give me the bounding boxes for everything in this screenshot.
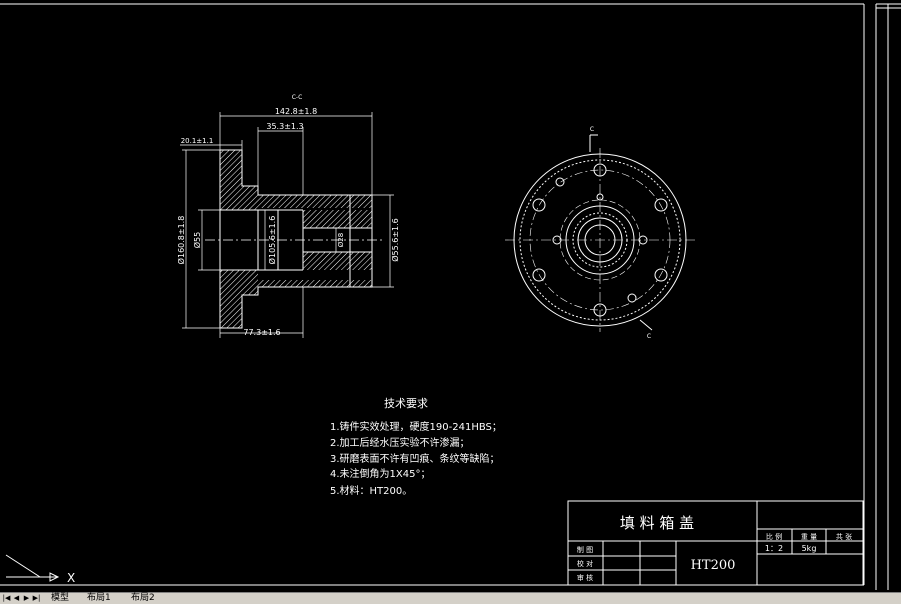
header-sheets: 共 张 bbox=[836, 532, 852, 541]
dim-outer-diameter: Ø55.6±1.6 bbox=[390, 218, 400, 262]
last-tab-icon[interactable]: ▶| bbox=[32, 594, 41, 602]
front-view[interactable]: C C bbox=[505, 126, 695, 340]
title-block[interactable]: 填 料 箱 盖 HT200 比 例 重 量 共 张 1：2 5kg 制 图 校 … bbox=[567, 500, 864, 586]
section-hatch-upper bbox=[220, 150, 372, 228]
weight-value: 5kg bbox=[802, 544, 817, 553]
section-cut-marker bbox=[589, 134, 653, 331]
title-block-grid bbox=[567, 500, 864, 586]
dim-step-length: 35.3±1.3 bbox=[266, 122, 303, 131]
tab-model[interactable]: 模型 bbox=[51, 593, 70, 603]
section-dimension-lines bbox=[180, 112, 394, 338]
tech-req-item: 1.铸件实效处理，硬度190-241HBS； bbox=[330, 420, 502, 433]
row-reviewed: 审 核 bbox=[577, 573, 593, 582]
dim-inner-diameter: Ø105.6±1.6 bbox=[267, 216, 277, 265]
tab-layout2[interactable]: 布局2 bbox=[131, 593, 155, 603]
part-name: 填 料 箱 盖 bbox=[620, 514, 694, 532]
section-view[interactable]: C-C bbox=[176, 94, 400, 338]
section-outline bbox=[219, 149, 373, 329]
ucs-x-label: X bbox=[67, 571, 75, 585]
dim-overall-length: 142.8±1.8 bbox=[275, 107, 317, 116]
section-cut-label-bottom: C bbox=[647, 333, 651, 340]
tech-req-item: 3.研磨表面不许有凹痕、条纹等缺陷； bbox=[330, 452, 500, 465]
drawing-frame bbox=[0, 3, 901, 590]
dim-flange-thickness: 20.1±1.1 bbox=[181, 137, 214, 145]
section-label: C-C bbox=[292, 94, 303, 101]
section-hatch-lower bbox=[220, 252, 372, 328]
tech-req-item: 2.加工后经水压实验不许渗漏； bbox=[330, 436, 470, 449]
tech-req-item: 5.材料：HT200。 bbox=[330, 484, 412, 497]
tab-layout1[interactable]: 布局1 bbox=[87, 593, 111, 603]
front-view-centerlines bbox=[505, 148, 695, 332]
header-scale: 比 例 bbox=[766, 532, 782, 541]
next-tab-icon[interactable]: ▶ bbox=[23, 594, 30, 602]
header-weight: 重 量 bbox=[801, 533, 817, 541]
tech-req-item: 4.未注倒角为1X45°； bbox=[330, 467, 430, 480]
technical-requirements: 技术要求 1.铸件实效处理，硬度190-241HBS； 2.加工后经水压实验不许… bbox=[330, 397, 502, 497]
prev-tab-icon[interactable]: ◀ bbox=[13, 594, 20, 602]
dim-body-length: 77.3±1.6 bbox=[243, 328, 280, 337]
scale-value: 1：2 bbox=[765, 544, 783, 553]
ucs-icon: X bbox=[5, 554, 75, 585]
dim-small-bore: Ø28 bbox=[337, 233, 345, 247]
tech-req-title: 技术要求 bbox=[384, 397, 428, 410]
row-drawn: 制 图 bbox=[577, 545, 593, 554]
dim-bore-diameter: Ø55 bbox=[192, 232, 202, 248]
layout-tabs-bar: |◀ ◀ ▶ ▶| 模型 布局1 布局2 bbox=[0, 592, 901, 604]
section-cut-label-top: C bbox=[590, 126, 594, 133]
first-tab-icon[interactable]: |◀ bbox=[2, 594, 11, 602]
row-checked: 校 对 bbox=[577, 559, 593, 568]
material-label: HT200 bbox=[691, 558, 736, 573]
dim-flange-diameter: Ø160.8±1.8 bbox=[176, 216, 186, 265]
